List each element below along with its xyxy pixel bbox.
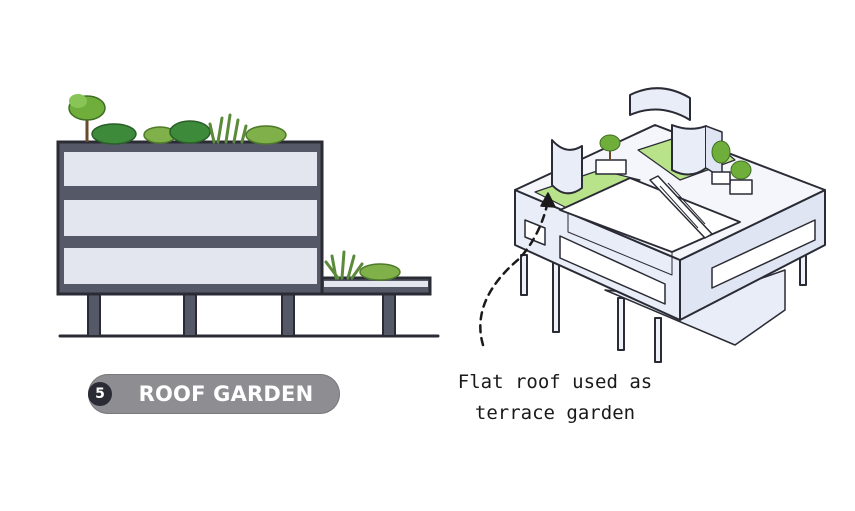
elevation-drawing	[56, 94, 440, 338]
annotation-line-1: Flat roof used as	[457, 371, 653, 393]
annotation-text: Flat roof used as terrace garden	[430, 367, 680, 429]
terrace-trees	[595, 134, 753, 195]
terrace-plants	[324, 250, 401, 281]
label-pill	[88, 374, 340, 414]
label-title: ROOF GARDEN	[138, 382, 314, 406]
isometric-drawing	[479, 87, 826, 363]
annotation-line-2: terrace garden	[474, 402, 636, 424]
label-number-badge: 5	[88, 382, 112, 406]
roof-plants	[68, 94, 287, 145]
